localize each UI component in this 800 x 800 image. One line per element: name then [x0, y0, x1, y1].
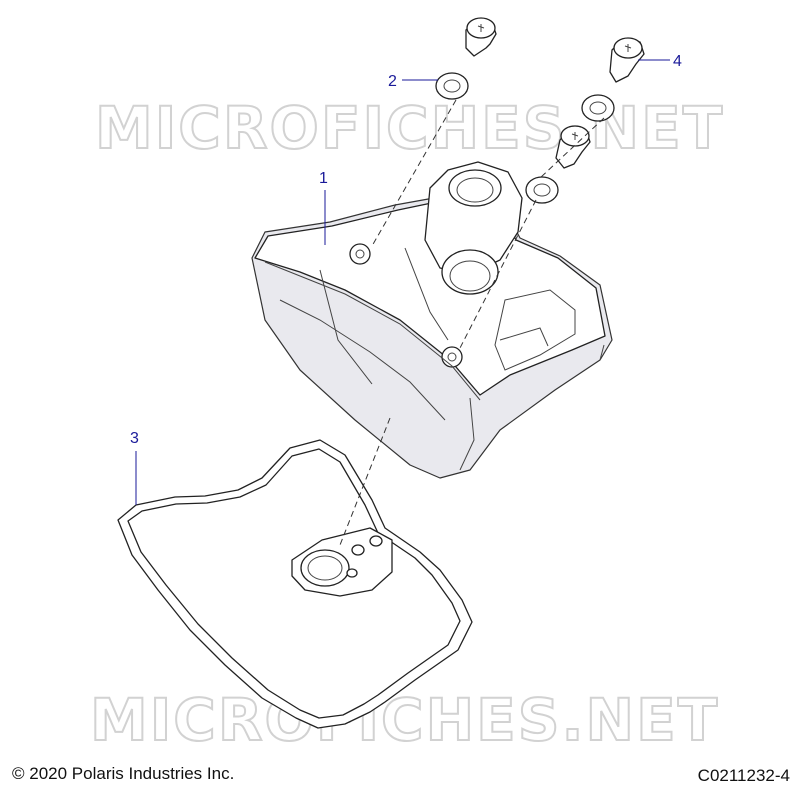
callout-3: 3	[130, 430, 139, 505]
callout-4: 4	[638, 53, 682, 70]
assembly-line-left	[371, 99, 457, 247]
bolt-right-middle	[555, 125, 591, 169]
washer-right-top	[581, 94, 615, 122]
callout-2: 2	[388, 73, 438, 90]
watermark-top: MICROFICHES.NET	[95, 94, 724, 162]
svg-text:1: 1	[319, 170, 328, 187]
figure-code: C0211232-4	[697, 766, 790, 785]
svg-text:2: 2	[388, 73, 397, 90]
assembly-line-right-bottom	[459, 199, 537, 349]
svg-text:3: 3	[130, 430, 139, 447]
valve-cover-gasket	[117, 439, 473, 729]
bolt-left	[465, 17, 497, 57]
assembly-line-gasket	[339, 417, 391, 546]
watermark-bottom: MICROFICHES.NET	[90, 686, 719, 754]
valve-cover	[251, 161, 613, 479]
washer-left	[435, 72, 469, 100]
svg-text:4: 4	[673, 53, 682, 70]
bolt-right-top	[609, 37, 645, 83]
assembly-line-right-top	[539, 117, 605, 179]
callout-1: 1	[319, 170, 328, 245]
copyright-text: © 2020 Polaris Industries Inc.	[12, 764, 235, 783]
washer-right-bottom	[525, 176, 559, 204]
